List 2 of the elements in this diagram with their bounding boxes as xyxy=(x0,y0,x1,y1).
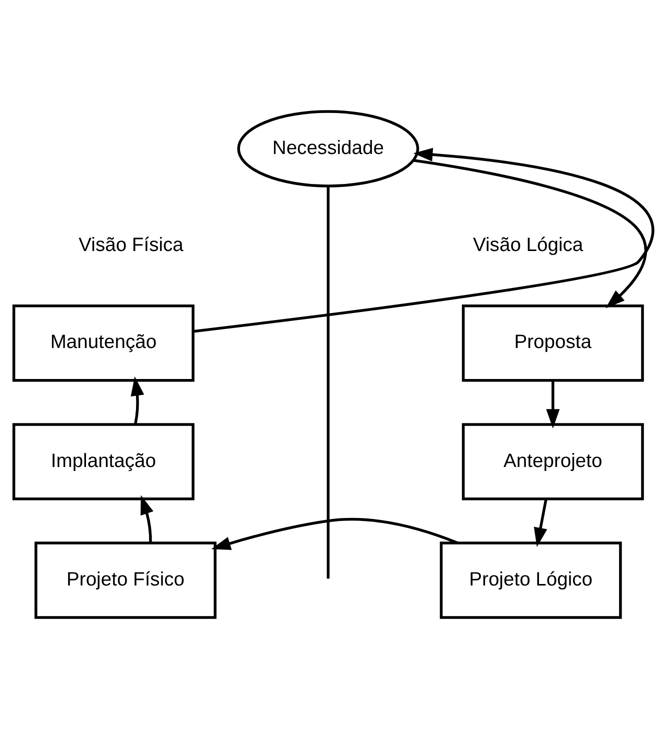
label: Visão Física xyxy=(78,235,184,256)
label: Visão Lógica xyxy=(473,235,584,256)
